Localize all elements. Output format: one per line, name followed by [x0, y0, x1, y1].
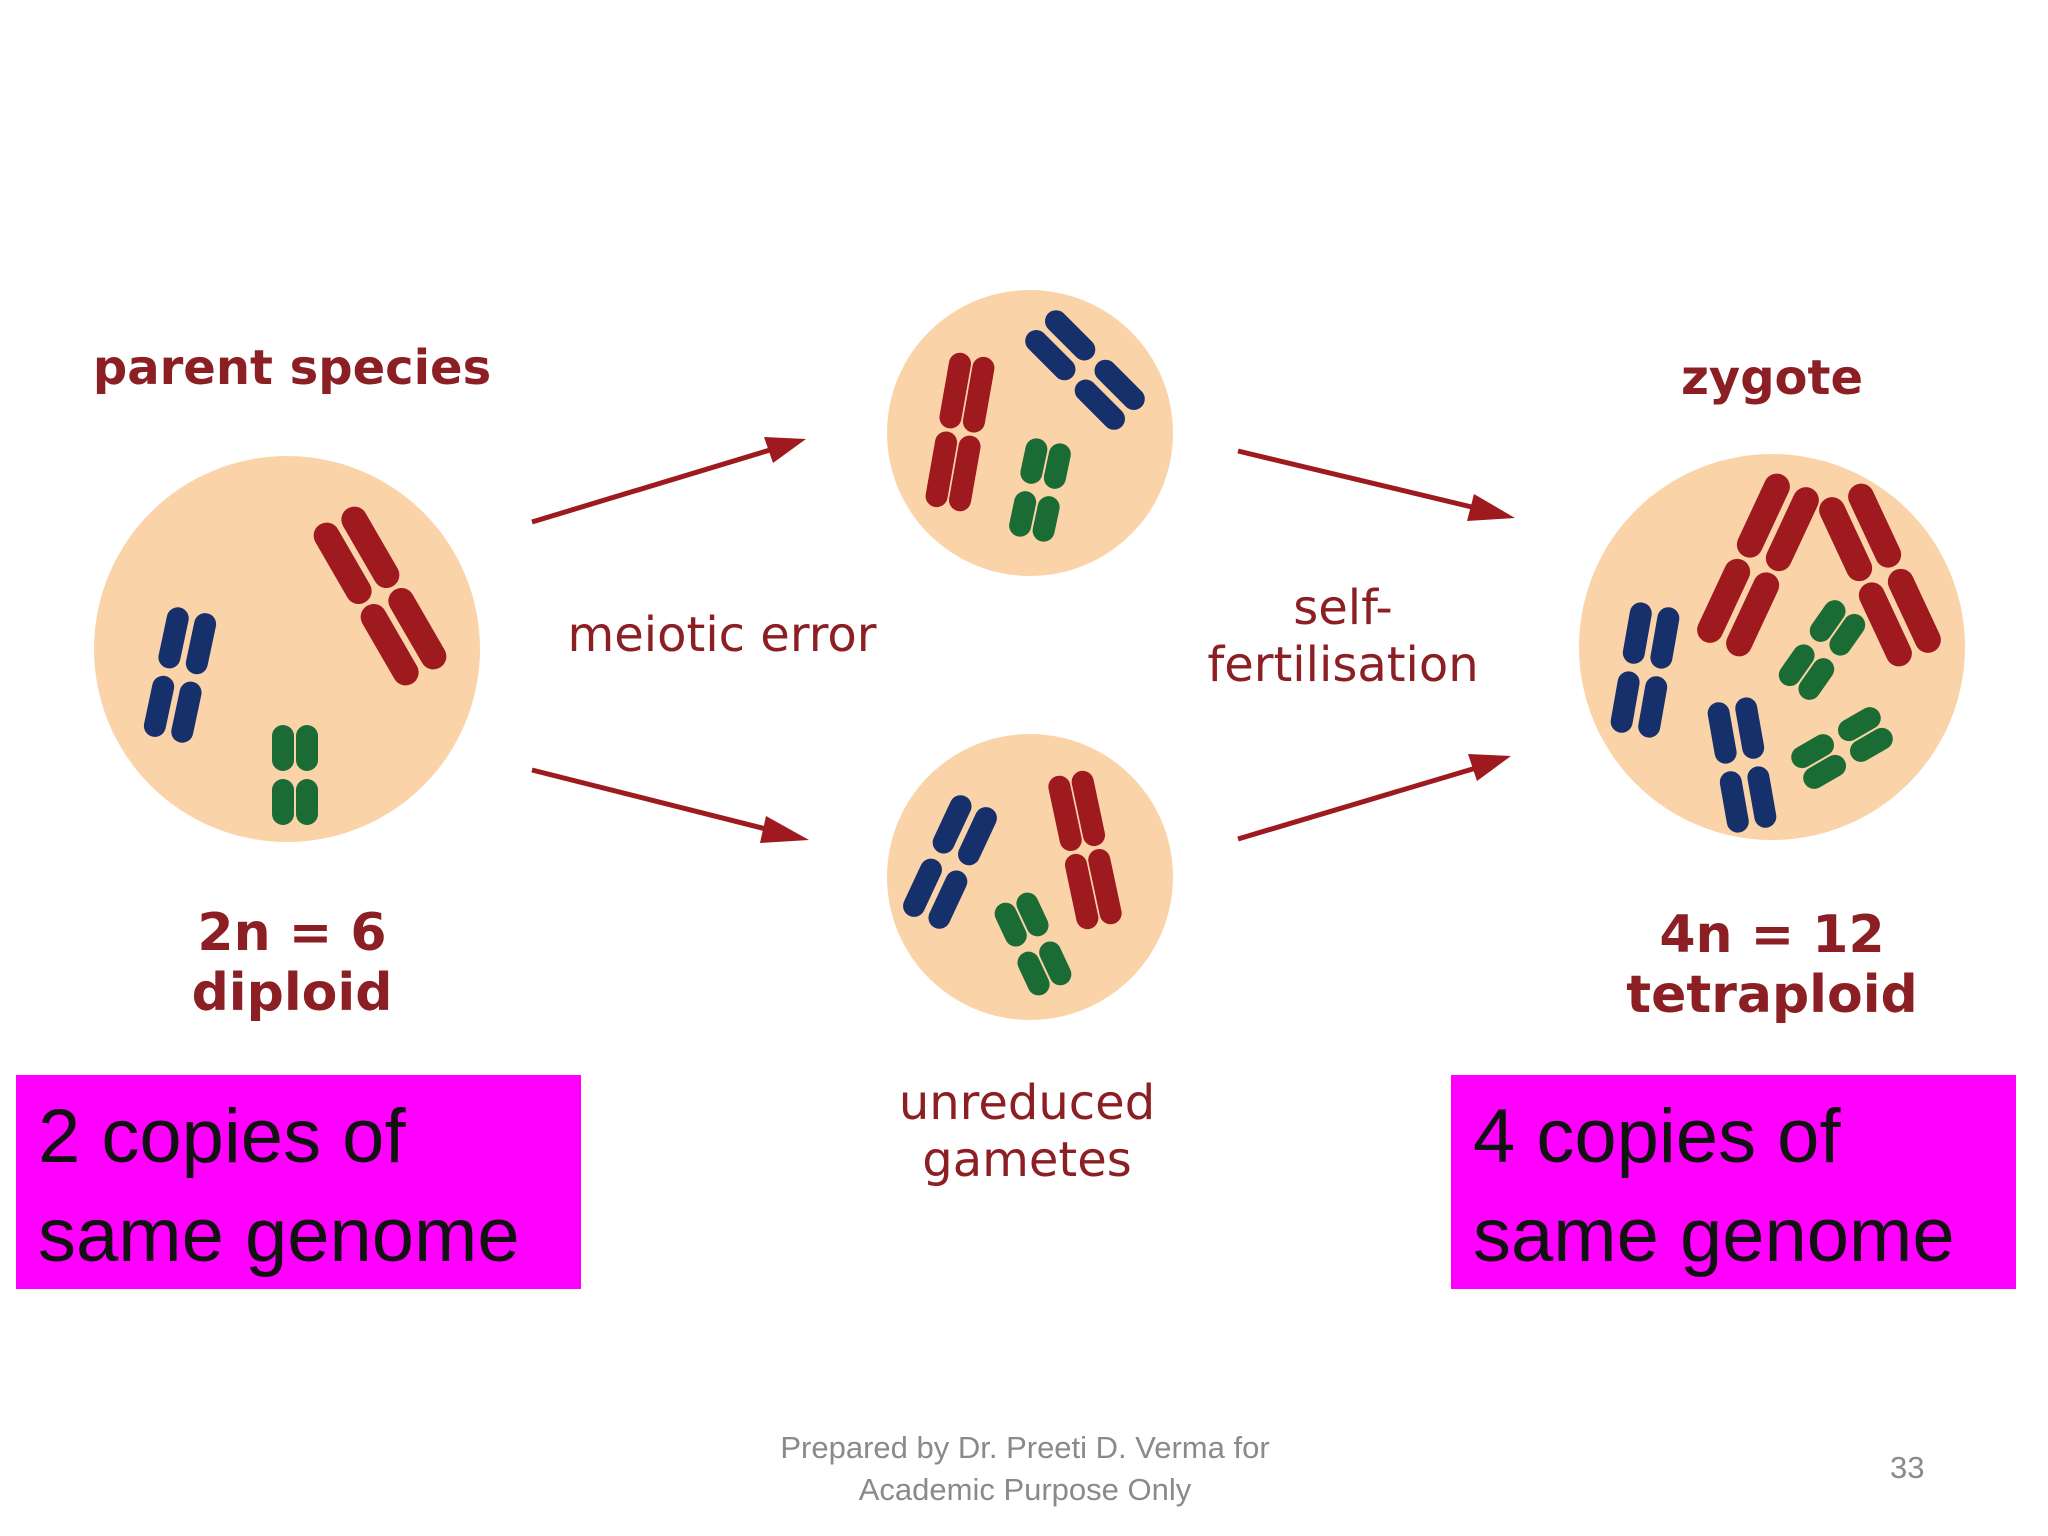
footer-line1: Prepared by Dr. Preeti D. Verma for	[780, 1430, 1270, 1465]
unreduced-line1: unreduced	[898, 1075, 1156, 1131]
tetraploid-count: 4n = 12	[1659, 905, 1885, 965]
zygote-label: zygote	[1680, 350, 1864, 406]
callout-four-copies-line1: 4 copies of	[1473, 1094, 1841, 1179]
parent-species-label: parent species	[92, 340, 492, 396]
arrow-top-gamete-to-zygote	[1237, 448, 1515, 521]
callout-four-copies: 4 copies of same genome	[1451, 1075, 2016, 1289]
self-fertilisation-label: self- fertilisation	[1207, 580, 1478, 693]
self-fertilisation-line1: self-	[1293, 580, 1393, 636]
diploid-label: 2n = 6 diploid	[191, 903, 393, 1024]
footer-credit: Prepared by Dr. Preeti D. Verma for Acad…	[725, 1427, 1325, 1511]
footer-line2: Academic Purpose Only	[858, 1472, 1192, 1507]
callout-two-copies-line1: 2 copies of	[38, 1094, 406, 1179]
unreduced-gametes-label: unreduced gametes	[899, 1075, 1155, 1188]
meiotic-error-label: meiotic error	[567, 607, 877, 663]
page-number: 33	[1890, 1450, 1925, 1485]
diploid-text: diploid	[191, 962, 393, 1023]
callout-two-copies-line2: same genome	[38, 1193, 520, 1278]
callout-two-copies: 2 copies of same genome	[16, 1075, 581, 1289]
tetraploid-text: tetraploid	[1626, 964, 1918, 1025]
arrow-bottom-gamete-to-zygote	[1237, 754, 1511, 842]
diploid-count: 2n = 6	[197, 903, 387, 963]
self-fertilisation-line2: fertilisation	[1207, 636, 1479, 693]
arrow-parent-to-bottom-gamete	[531, 767, 809, 843]
unreduced-line2: gametes	[922, 1131, 1132, 1188]
arrow-parent-to-top-gamete	[531, 437, 806, 525]
callout-four-copies-line2: same genome	[1473, 1193, 1955, 1278]
tetraploid-label: 4n = 12 tetraploid	[1626, 905, 1918, 1026]
